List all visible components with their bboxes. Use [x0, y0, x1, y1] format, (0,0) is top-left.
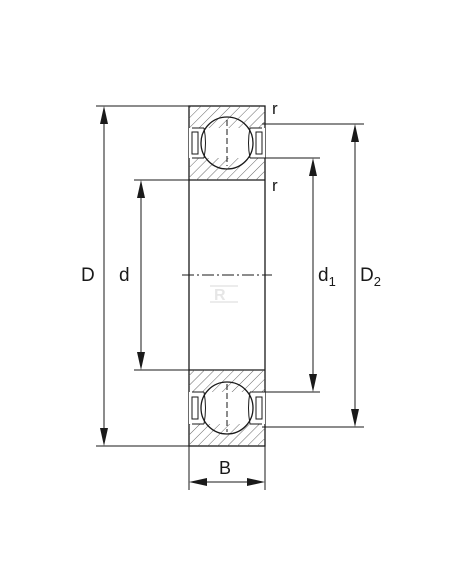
seal-right-bottom [248, 391, 251, 425]
arrow-down-d [137, 352, 145, 370]
label-r-top: r [272, 99, 278, 118]
label-r-inner: r [272, 176, 278, 195]
dimension-D: D [81, 105, 189, 447]
shield-right-bottom [255, 396, 263, 420]
seal-left-top [203, 127, 206, 159]
arrow-up-d [137, 180, 145, 198]
seal-left-bottom [203, 391, 206, 425]
label-D: D [81, 265, 95, 286]
arrow-down-d1 [309, 374, 317, 392]
shield-left-top [191, 131, 199, 155]
ball-top [200, 116, 254, 170]
ball-bottom [200, 381, 254, 435]
dimension-d1: d1 [262, 157, 336, 393]
arrow-right-B [247, 478, 265, 486]
watermark-logo: R [210, 285, 238, 304]
bottom-ring-section [189, 370, 265, 446]
label-d1: d1 [318, 265, 336, 289]
dimension-D2: D2 [262, 123, 381, 428]
svg-text:R: R [214, 287, 226, 304]
label-d: d [119, 265, 130, 286]
outer-ring-hatch-bottom [189, 424, 265, 446]
shield-right-top [255, 131, 263, 155]
arrow-down-D [100, 428, 108, 446]
seal-right-top [248, 127, 251, 159]
arrow-down-D2 [351, 409, 359, 427]
dimension-B: B [188, 446, 266, 490]
inner-ring-hatch-bottom [189, 370, 265, 392]
shield-left-bottom [191, 396, 199, 420]
label-B: B [219, 458, 231, 478]
arrow-up-D2 [351, 124, 359, 142]
arrow-left-B [189, 478, 207, 486]
arrow-up-D [100, 106, 108, 124]
arrow-up-d1 [309, 158, 317, 176]
dimension-d: d [119, 179, 189, 371]
label-D2: D2 [360, 265, 381, 289]
top-ring-section [189, 106, 265, 180]
